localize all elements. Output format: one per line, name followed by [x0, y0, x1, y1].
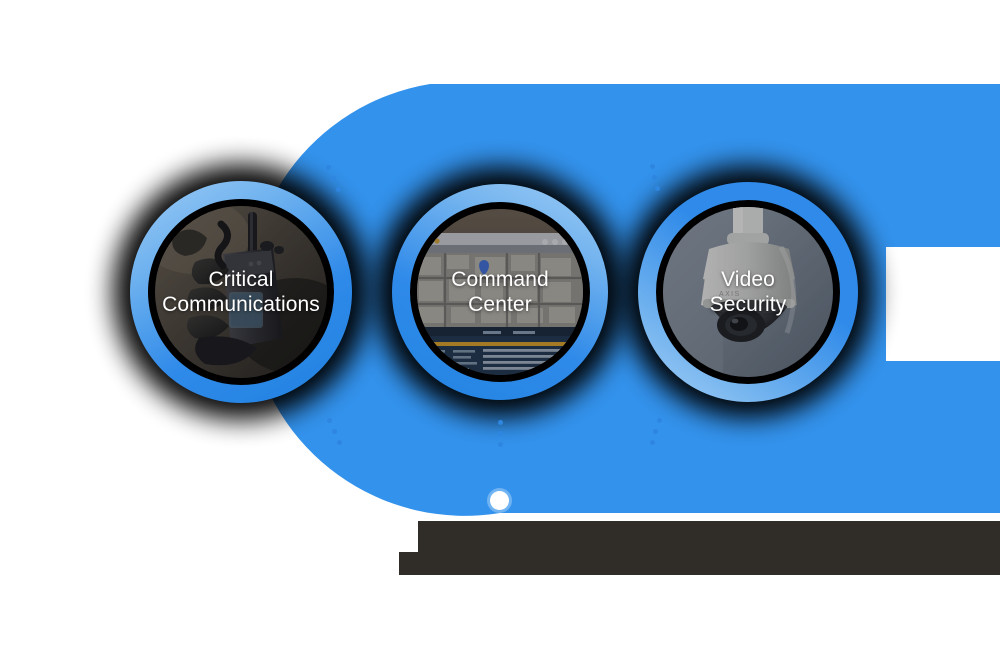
photo-overlay-command-center	[417, 209, 583, 375]
artwork-two-way-radio	[155, 206, 327, 378]
node-critical-communications[interactable]: Critical Communications	[130, 181, 352, 403]
node-command-center[interactable]: Command Center	[392, 184, 608, 400]
progress-indicator-dot[interactable]	[490, 491, 509, 510]
photo-overlay-video-security	[663, 207, 833, 377]
svg-text:AXIS: AXIS	[719, 291, 741, 298]
artwork-dispatch-map-screen	[417, 209, 583, 375]
artwork-dome-camera: AXIS	[663, 207, 833, 377]
redacted-headline-block	[418, 521, 1000, 552]
redacted-subhead-block	[399, 552, 1000, 575]
photo-critical-communications	[155, 206, 327, 378]
photo-command-center	[417, 209, 583, 375]
photo-video-security: AXIS	[663, 207, 833, 377]
node-video-security[interactable]: AXIS Video Security	[638, 182, 858, 402]
photo-overlay-critical-communications	[155, 206, 327, 378]
